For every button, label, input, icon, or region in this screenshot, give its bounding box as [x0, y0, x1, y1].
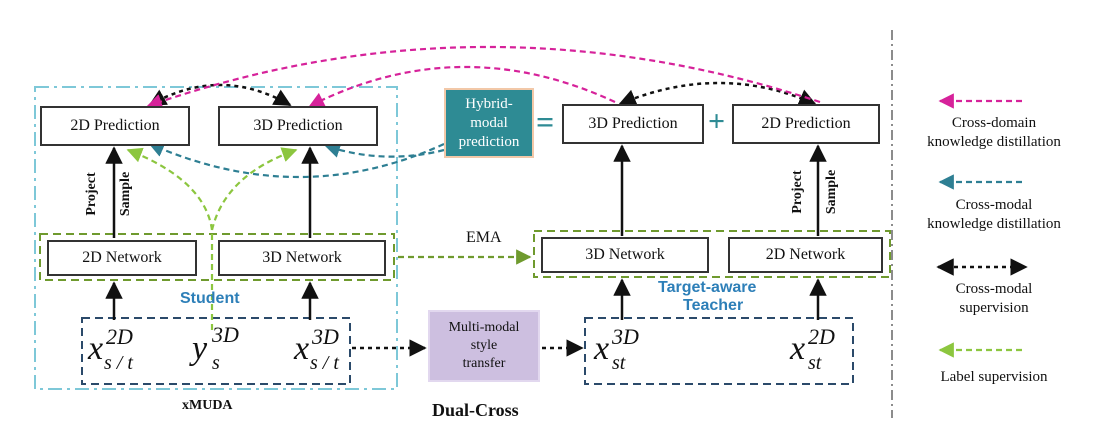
y3d-sub: s: [212, 352, 220, 374]
tx2d-sub: st: [808, 352, 822, 374]
hybrid-modal-prediction-box: Hybrid- modal prediction: [444, 88, 534, 158]
label-sup-arrow-to-3d: [210, 147, 298, 231]
teacher-network-frame: [533, 230, 891, 278]
tx3d-sub: st: [612, 352, 626, 374]
hybrid-line-3: prediction: [458, 133, 520, 150]
legend-label-sup-line-1: Label supervision: [940, 369, 1048, 385]
xmuda-label: xMUDA: [182, 398, 233, 413]
tx3d-base: x: [594, 330, 610, 367]
student-x2d-symbol: x 2D s / t: [88, 324, 148, 380]
ema-label: EMA: [466, 229, 502, 246]
style-transfer-box: Multi-modal style transfer: [428, 310, 540, 382]
legend-cross-modal-sup-line-2: supervision: [959, 300, 1029, 316]
cross-domain-arrow-to-2d: [146, 45, 821, 109]
plus-sign: +: [708, 105, 726, 138]
legend-cross-modal-kd-line-2: knowledge distillation: [927, 216, 1061, 232]
student-2d-prediction-box: 2D Prediction: [40, 106, 190, 146]
x3d-base: x: [294, 330, 310, 367]
legend-cross-modal-kd-line-1: Cross-modal: [955, 197, 1033, 213]
student-y3d-symbol: y 3D s: [192, 322, 252, 380]
cross-modal-kd-arrow-to-2d: [148, 142, 445, 179]
x2d-base: x: [88, 330, 104, 367]
cross-modal-kd-arrow-to-3d: [324, 142, 445, 158]
style-line-1: Multi-modal: [448, 320, 520, 335]
student-3d-network-box: 3D Network: [218, 240, 386, 276]
legend-cross-modal-sup-text: Cross-modal supervision: [904, 280, 1084, 318]
xmuda-frame: [34, 86, 398, 390]
tx2d-sup: 2D: [808, 324, 835, 349]
teacher-2d-prediction-box: 2D Prediction: [732, 104, 880, 144]
legend-cross-domain-line-1: Cross-domain: [951, 115, 1037, 131]
student-x3d-symbol: x 3D s / t: [294, 324, 354, 380]
student-2d-network-box: 2D Network: [47, 240, 197, 276]
teacher-x3d-symbol: x 3D st: [594, 324, 654, 380]
style-line-3: transfer: [462, 356, 506, 371]
teacher-x2d-symbol: x 2D st: [790, 324, 850, 380]
teacher-project-label: Project: [790, 170, 805, 214]
tx2d-base: x: [790, 330, 806, 367]
teacher-label-line-1: Target-aware: [658, 279, 757, 296]
label-sup-arrow-to-2d: [126, 147, 214, 330]
student-project-label: Project: [84, 172, 99, 216]
student-sample-label: Sample: [118, 171, 133, 217]
teacher-3d-prediction-box: 3D Prediction: [562, 104, 704, 144]
legend-cross-domain-line-2: knowledge distillation: [927, 134, 1061, 150]
teacher-3d-network-box: 3D Network: [541, 237, 709, 273]
legend-cross-modal-sup-line-1: Cross-modal: [955, 281, 1033, 297]
student-network-frame: [39, 233, 395, 281]
x2d-sup: 2D: [106, 324, 133, 349]
teacher-sample-label: Sample: [824, 169, 839, 215]
dual-cross-title: Dual-Cross: [432, 400, 519, 420]
student-label: Student: [180, 290, 240, 307]
tx3d-sup: 3D: [612, 324, 639, 349]
x2d-sub: s / t: [104, 352, 133, 374]
hybrid-line-2: modal: [470, 114, 508, 131]
x3d-sub: s / t: [310, 352, 339, 374]
legend-cross-domain-text: Cross-domain knowledge distillation: [904, 114, 1084, 152]
legend-label-sup-text: Label supervision: [904, 368, 1084, 387]
y3d-base: y: [192, 330, 208, 367]
equals-sign: =: [536, 104, 555, 140]
cross-domain-arrow-to-3d: [308, 65, 616, 107]
x3d-sup: 3D: [312, 324, 339, 349]
hybrid-line-1: Hybrid-: [465, 95, 513, 112]
teacher-2d-network-box: 2D Network: [728, 237, 883, 273]
teacher-cross-modal-arrow: [618, 81, 817, 106]
y3d-sup: 3D: [212, 322, 239, 347]
legend-cross-modal-kd-text: Cross-modal knowledge distillation: [904, 196, 1084, 234]
teacher-label-line-2: Teacher: [683, 297, 744, 314]
student-3d-prediction-box: 3D Prediction: [218, 106, 378, 146]
teacher-input-frame: [584, 317, 854, 385]
style-line-2: style: [470, 338, 498, 353]
student-input-frame: [81, 317, 351, 385]
student-cross-modal-arrow: [148, 83, 292, 107]
